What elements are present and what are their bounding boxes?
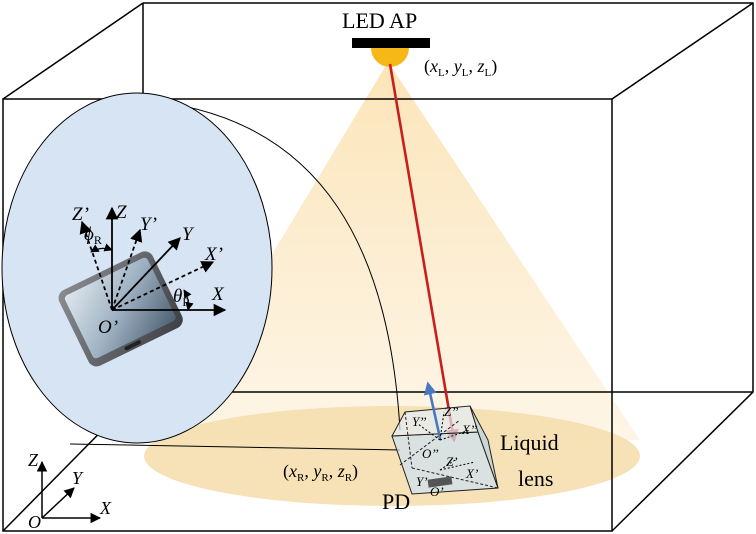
photodetector bbox=[427, 476, 453, 488]
led-coordinate-label: (xL, yL, zL) bbox=[424, 56, 497, 79]
phone-axis-xprime-label: X’ bbox=[204, 244, 223, 265]
world-axis-z-label: Z bbox=[28, 450, 39, 470]
led-ap-label: LED AP bbox=[342, 8, 417, 33]
surface-normal bbox=[423, 381, 442, 439]
theta-label: θR bbox=[173, 286, 190, 309]
lens-opp-label: O’’ bbox=[422, 446, 439, 461]
zoom-line-bottom bbox=[69, 443, 401, 451]
theta-angle-arc bbox=[183, 289, 194, 311]
pd-label: PD bbox=[382, 489, 410, 514]
phone-axis-zprime-label: Z’ bbox=[72, 204, 89, 225]
phone-origin-label: O’ bbox=[98, 317, 118, 338]
liquid-lens-label-line2: lens bbox=[518, 466, 553, 491]
world-axes bbox=[36, 460, 102, 524]
illuminated-floor-ellipse bbox=[144, 406, 640, 506]
lens-axes bbox=[417, 411, 476, 471]
lens-xpp-label: X’’ bbox=[461, 422, 477, 437]
phone-axes bbox=[105, 206, 227, 317]
smartphone bbox=[58, 251, 183, 367]
phone-axis-z-label: Z bbox=[116, 202, 127, 223]
lens-zp-label: Z’ bbox=[446, 454, 458, 469]
lens-op-label: O’ bbox=[430, 484, 444, 499]
phone-axis-x-label: X bbox=[211, 284, 225, 305]
light-ray bbox=[388, 63, 459, 443]
zoom-line-top bbox=[139, 99, 401, 431]
light-cone bbox=[160, 62, 640, 440]
phone-rotated-axes bbox=[79, 220, 215, 311]
phone-axis-yprime-label: Y’ bbox=[140, 214, 157, 235]
world-origin-label: O bbox=[28, 512, 41, 532]
led-mount bbox=[352, 38, 430, 48]
liquid-lens-label-line1: Liquid bbox=[500, 430, 559, 455]
phi-angle-arc bbox=[90, 243, 113, 253]
lens-xp-label: X’ bbox=[465, 466, 478, 481]
phi-label: ϕR bbox=[84, 224, 102, 247]
world-axis-y-label: Y bbox=[72, 468, 84, 488]
lens-zpp-label: Z’’ bbox=[444, 404, 458, 419]
lens-yp-label: Y’ bbox=[416, 474, 428, 489]
world-axis-x-label: X bbox=[99, 498, 112, 518]
led-bulb bbox=[371, 48, 409, 67]
phone-axis-y-label: Y bbox=[182, 224, 195, 245]
lens-ypp-label: Y’’ bbox=[412, 414, 426, 429]
